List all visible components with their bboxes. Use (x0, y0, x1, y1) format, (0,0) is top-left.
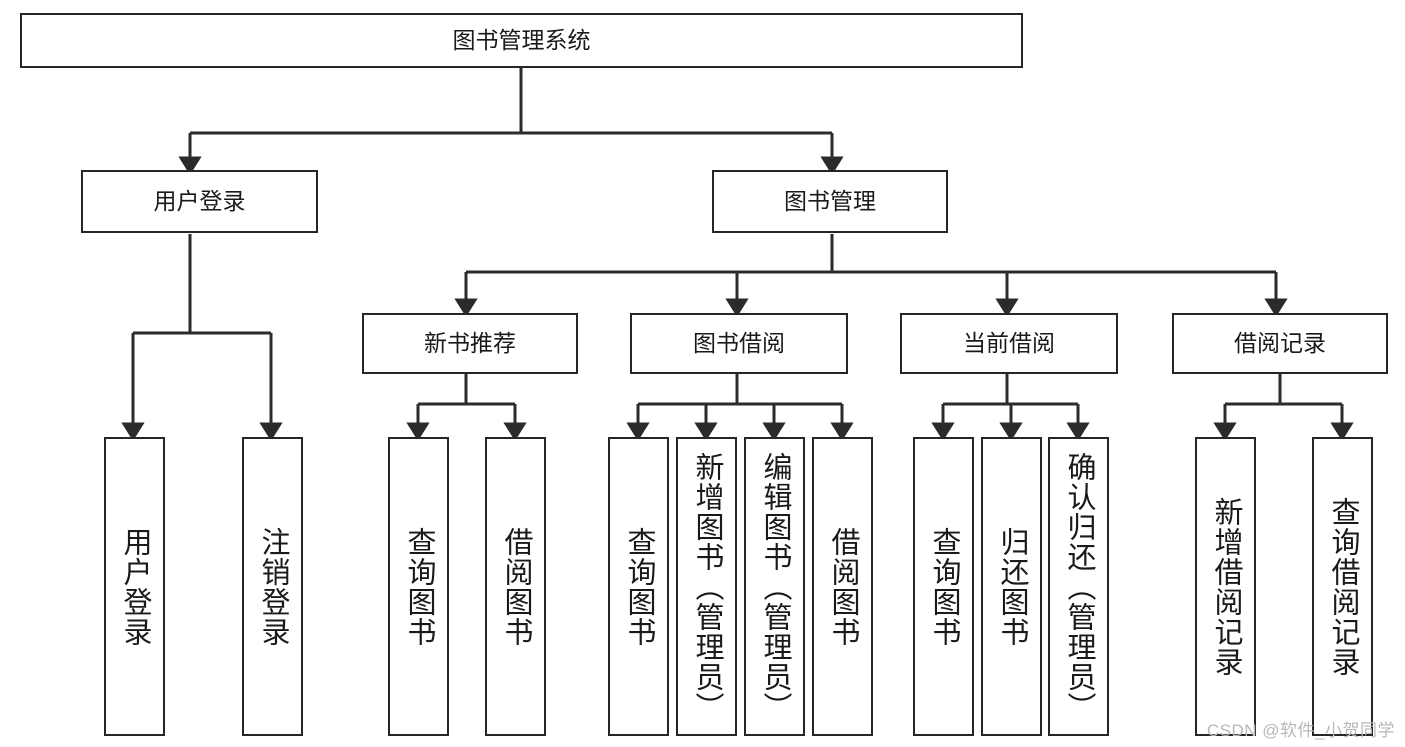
node-leaf-add-record[interactable]: 新增借阅记录 (1195, 437, 1256, 736)
node-leaf-return-book-label: 归还图书 (996, 526, 1028, 647)
node-leaf-query-book-2-label: 查询图书 (623, 526, 655, 647)
node-new-book-rec[interactable]: 新书推荐 (362, 313, 578, 374)
node-book-manage-label: 图书管理 (784, 187, 876, 214)
node-book-borrow-label: 图书借阅 (693, 329, 785, 356)
node-leaf-logout-label: 注销登录 (257, 526, 289, 647)
node-leaf-query-book-1[interactable]: 查询图书 (388, 437, 449, 736)
node-leaf-query-book-1-label: 查询图书 (403, 526, 435, 647)
node-leaf-borrow-book-2[interactable]: 借阅图书 (812, 437, 873, 736)
node-borrow-record[interactable]: 借阅记录 (1172, 313, 1388, 374)
node-leaf-add-book-label: 新增图书（管理员） (691, 451, 723, 722)
node-leaf-confirm-return-label: 确认归还（管理员） (1063, 451, 1095, 722)
node-leaf-return-book[interactable]: 归还图书 (981, 437, 1042, 736)
node-leaf-edit-book-label: 编辑图书（管理员） (759, 451, 791, 722)
node-book-borrow[interactable]: 图书借阅 (630, 313, 848, 374)
node-leaf-edit-book[interactable]: 编辑图书（管理员） (744, 437, 805, 736)
node-new-book-rec-label: 新书推荐 (424, 329, 516, 356)
node-current-borrow[interactable]: 当前借阅 (900, 313, 1118, 374)
node-leaf-query-record[interactable]: 查询借阅记录 (1312, 437, 1373, 736)
node-leaf-borrow-book-1[interactable]: 借阅图书 (485, 437, 546, 736)
node-leaf-query-book-2[interactable]: 查询图书 (608, 437, 669, 736)
node-leaf-user-login[interactable]: 用户登录 (104, 437, 165, 736)
node-leaf-borrow-book-1-label: 借阅图书 (500, 526, 532, 647)
node-borrow-record-label: 借阅记录 (1234, 329, 1326, 356)
node-leaf-query-book-3-label: 查询图书 (928, 526, 960, 647)
node-leaf-user-login-label: 用户登录 (119, 526, 151, 647)
node-root[interactable]: 图书管理系统 (20, 13, 1023, 68)
node-leaf-confirm-return[interactable]: 确认归还（管理员） (1048, 437, 1109, 736)
node-user-login[interactable]: 用户登录 (81, 170, 318, 233)
node-leaf-query-book-3[interactable]: 查询图书 (913, 437, 974, 736)
node-leaf-query-record-label: 查询借阅记录 (1327, 496, 1359, 677)
node-leaf-borrow-book-2-label: 借阅图书 (827, 526, 859, 647)
node-book-manage[interactable]: 图书管理 (712, 170, 948, 233)
node-leaf-logout[interactable]: 注销登录 (242, 437, 303, 736)
watermark: CSDN @软件_小贺同学 (1206, 721, 1395, 740)
node-leaf-add-book[interactable]: 新增图书（管理员） (676, 437, 737, 736)
node-root-label: 图书管理系统 (452, 26, 591, 53)
node-user-login-label: 用户登录 (153, 187, 246, 214)
node-leaf-add-record-label: 新增借阅记录 (1210, 496, 1242, 677)
node-current-borrow-label: 当前借阅 (963, 329, 1055, 356)
